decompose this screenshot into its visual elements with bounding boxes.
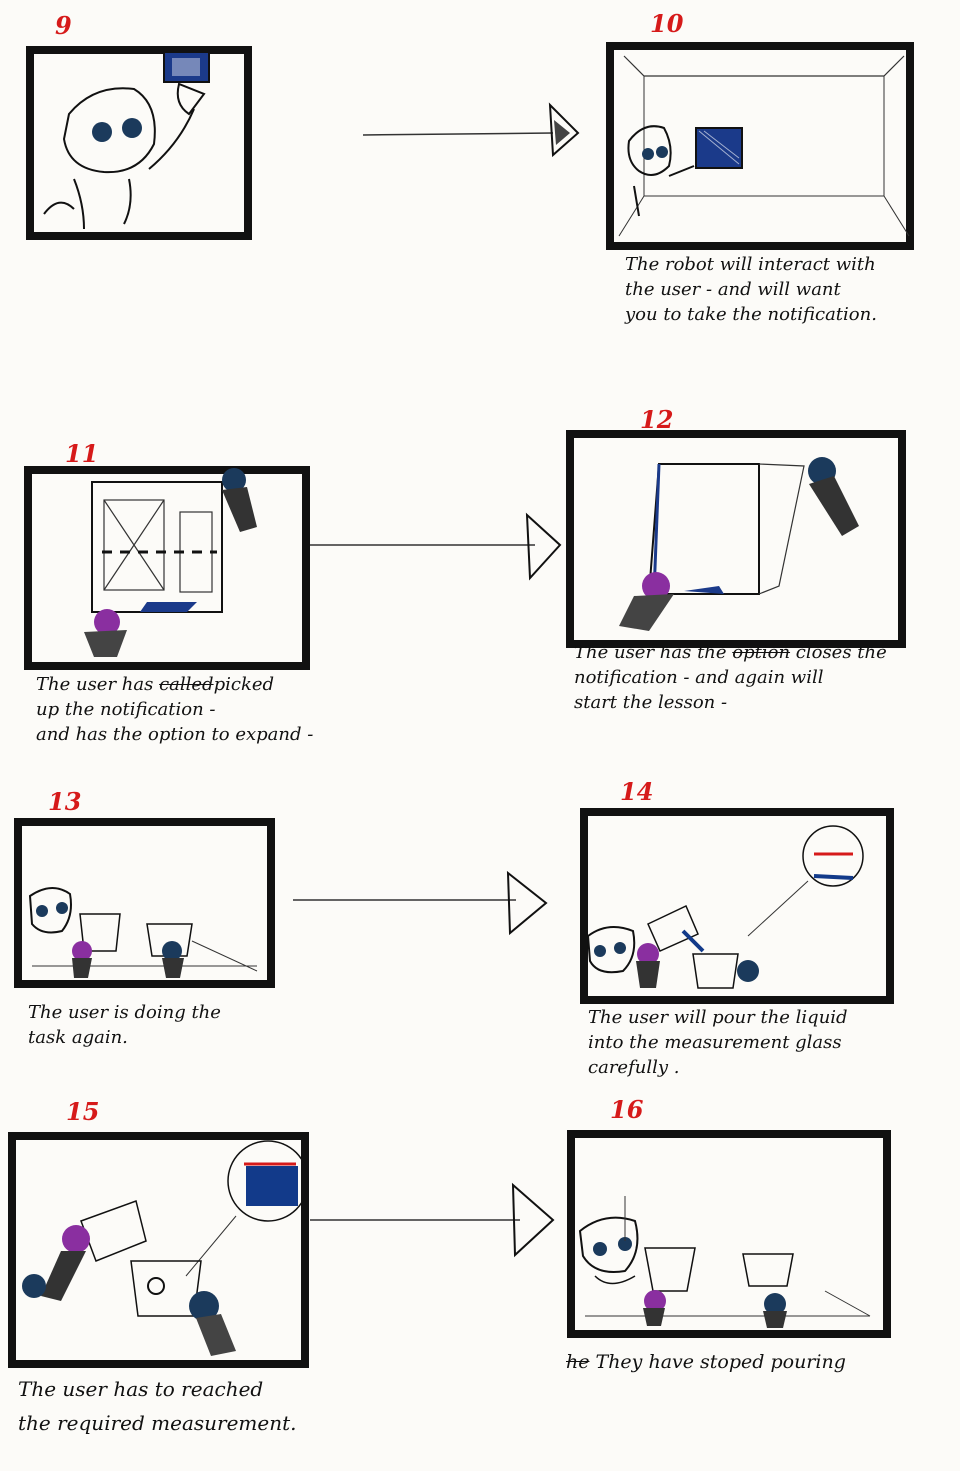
panel-14-frame — [578, 806, 898, 1006]
panel-14-number: 14 — [620, 777, 654, 806]
panel-15-frame — [6, 1126, 311, 1371]
panel-12-caption-prefix: The user has the — [574, 642, 733, 663]
panel-9-sketch — [26, 46, 252, 240]
panel-13-sketch — [14, 818, 275, 988]
panel-9-number: 9 — [55, 11, 72, 40]
panel-11-caption-struck: called — [159, 674, 214, 695]
panel-13-caption: The user is doing the task again. — [28, 1002, 221, 1048]
panel-10-frame — [604, 36, 924, 256]
panel-11-caption: The user has calledpicked up the notific… — [36, 672, 366, 747]
panel-15-number: 15 — [66, 1097, 100, 1126]
panel-14-caption: The user will pour the liquid into the m… — [588, 1007, 848, 1078]
panel-11-caption-text: picked up the notification - and has the… — [36, 674, 314, 745]
panel-12-frame — [564, 426, 909, 651]
arrow-15-16 — [305, 1175, 560, 1260]
panel-15-sketch — [8, 1132, 309, 1368]
panel-12-caption-text: closes the notification - and again will… — [574, 642, 887, 713]
panel-11-sketch — [24, 466, 310, 670]
panel-16-caption: he They have stoped pouring — [566, 1350, 926, 1375]
panel-16-caption-text: They have stoped pouring — [589, 1351, 846, 1373]
panel-14-sketch — [580, 808, 894, 1004]
panel-12-sketch — [566, 430, 906, 648]
panel-16-caption-struck: he — [566, 1351, 590, 1373]
panel-12-caption: The user has the option closes the notif… — [574, 640, 944, 715]
panel-16-number: 16 — [610, 1095, 644, 1124]
panel-16-sketch — [567, 1130, 891, 1338]
panel-11-caption-prefix: The user has — [36, 674, 160, 695]
panel-15-caption: The user has to reached the required mea… — [18, 1377, 297, 1435]
panel-13-frame — [12, 816, 277, 991]
panel-10-caption: The robot will interact with the user - … — [625, 254, 877, 325]
panel-10-number: 10 — [650, 9, 684, 38]
panel-16-frame — [565, 1126, 895, 1341]
arrow-9-10 — [358, 95, 588, 165]
panel-13-number: 13 — [48, 787, 82, 816]
panel-9-frame — [24, 44, 254, 244]
panel-11-number: 11 — [65, 439, 99, 468]
panel-11-frame — [22, 462, 312, 672]
arrow-11-12 — [305, 500, 565, 590]
panel-10-sketch — [606, 42, 914, 250]
arrow-13-14 — [288, 865, 553, 940]
panel-12-caption-struck: option — [732, 642, 791, 663]
panel-12-number: 12 — [640, 405, 674, 434]
